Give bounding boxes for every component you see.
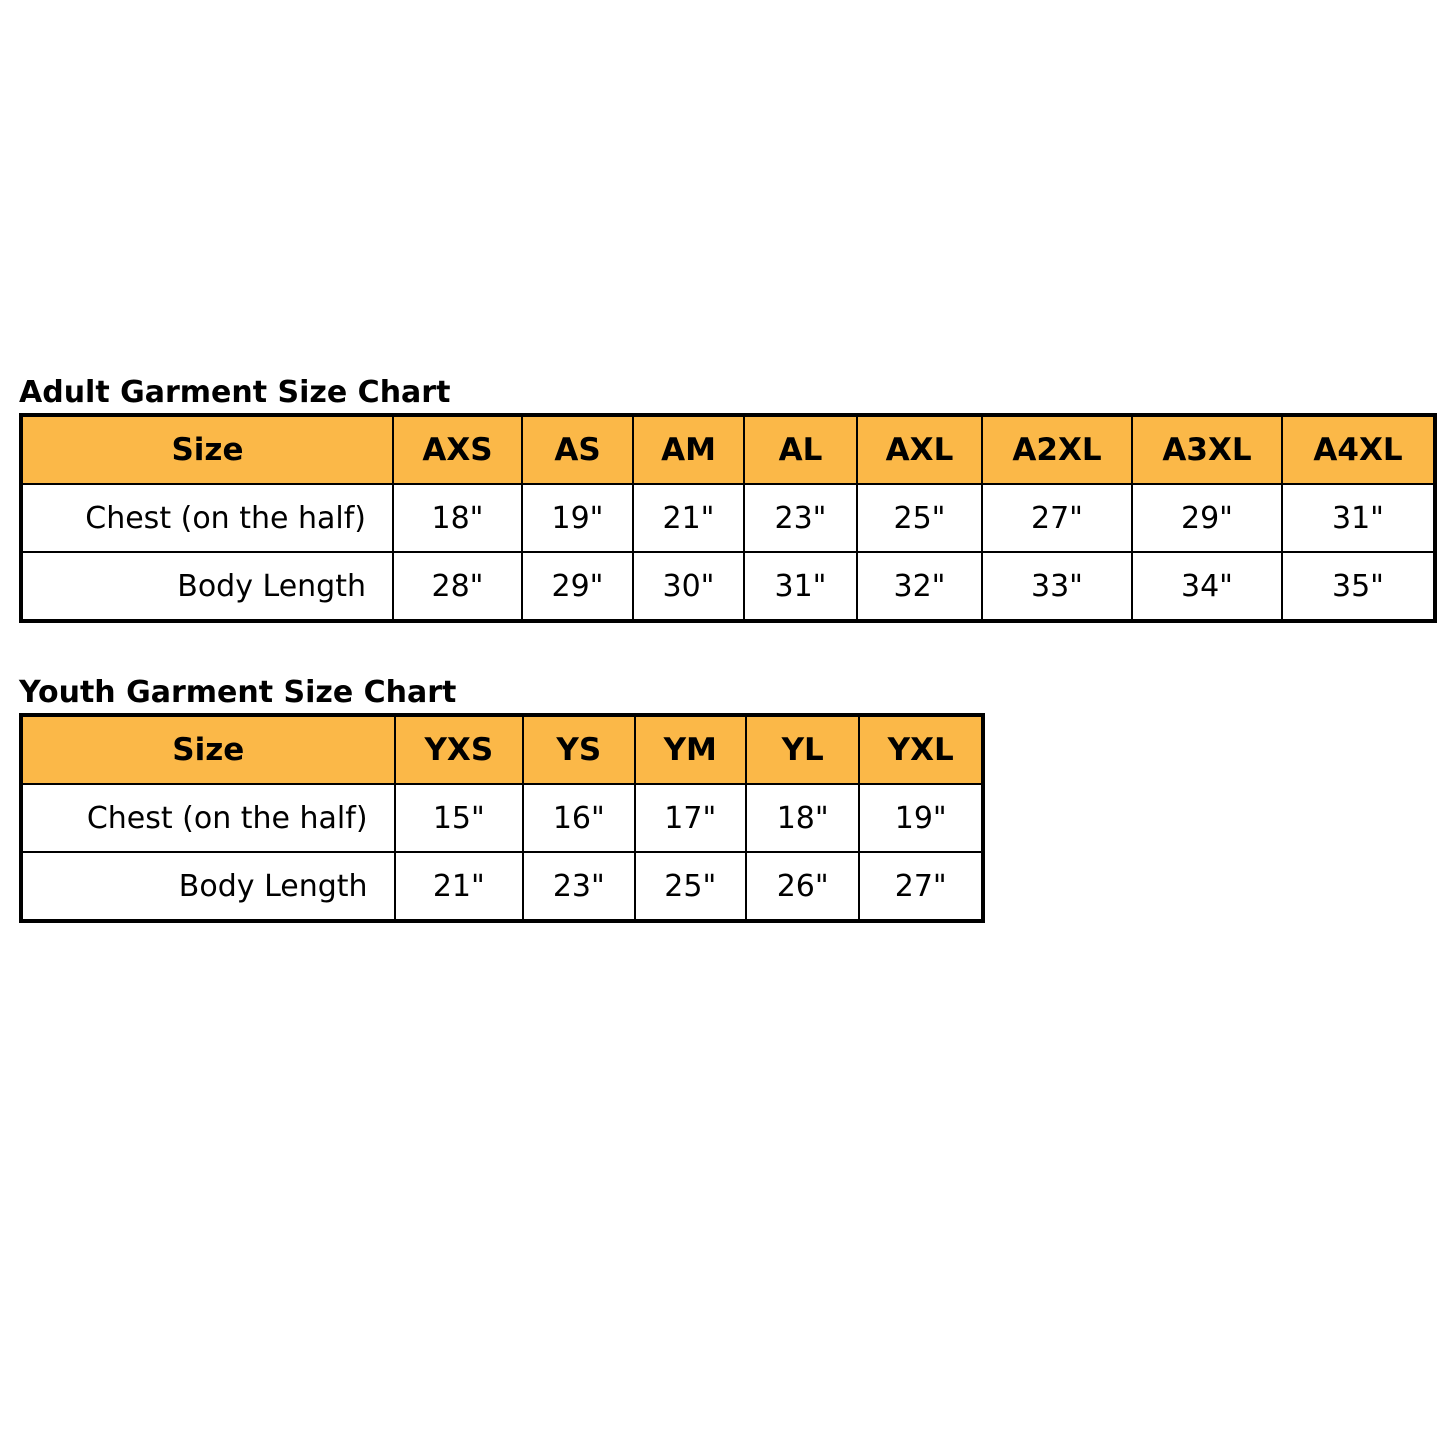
measurement-cell: 35" [1281,551,1436,622]
measurement-cell: 32" [856,551,983,622]
size-header-cell: Size [20,414,394,485]
measurement-cell: 19" [521,483,634,553]
table-row: Body Length 28" 29" 30" 31" 32" 33" 34" … [20,551,1436,622]
row-label-body-length: Body Length [20,551,394,622]
size-column-header: YM [633,714,747,785]
measurement-cell: 19" [858,783,984,853]
table-row: Body Length 21" 23" 25" 26" 27" [20,851,984,922]
measurement-cell: 16" [522,783,636,853]
measurement-cell: 27" [981,483,1133,553]
measurement-cell: 34" [1131,551,1283,622]
youth-chart-title: Youth Garment Size Chart [19,675,457,710]
measurement-cell: 18" [744,783,861,853]
adult-chart-title: Adult Garment Size Chart [19,375,451,410]
size-column-header: A4XL [1281,414,1436,485]
table-row: Chest (on the half) 15" 16" 17" 18" 19" [20,783,984,853]
measurement-cell: 25" [856,483,983,553]
measurement-cell: 27" [858,851,984,922]
measurement-cell: 21" [393,851,525,922]
size-column-header: AS [521,414,634,485]
size-column-header: AXS [392,414,523,485]
measurement-cell: 31" [743,551,858,622]
adult-size-table: Size AXS AS AM AL AXL A2XL A3XL A4XL Che… [19,413,1437,623]
measurement-cell: 23" [522,851,636,922]
measurement-cell: 17" [633,783,747,853]
measurement-cell: 28" [392,551,523,622]
size-column-header: YXL [858,714,984,785]
measurement-cell: 31" [1281,483,1436,553]
table-header-row: Size YXS YS YM YL YXL [20,714,984,785]
measurement-cell: 29" [521,551,634,622]
size-column-header: AL [743,414,858,485]
measurement-cell: 26" [744,851,861,922]
table-row: Chest (on the half) 18" 19" 21" 23" 25" … [20,483,1436,553]
size-column-header: YS [522,714,636,785]
measurement-cell: 23" [743,483,858,553]
size-column-header: YL [744,714,861,785]
size-column-header: AM [632,414,745,485]
measurement-cell: 33" [981,551,1133,622]
row-label-chest: Chest (on the half) [20,783,396,853]
size-column-header: A2XL [981,414,1133,485]
row-label-body-length: Body Length [20,851,396,922]
measurement-cell: 29" [1131,483,1283,553]
measurement-cell: 21" [632,483,745,553]
measurement-cell: 15" [393,783,525,853]
size-column-header: AXL [856,414,983,485]
measurement-cell: 25" [633,851,747,922]
youth-size-table: Size YXS YS YM YL YXL Chest (on the half… [19,713,985,923]
measurement-cell: 30" [632,551,745,622]
size-column-header: A3XL [1131,414,1283,485]
size-column-header: YXS [393,714,525,785]
measurement-cell: 18" [392,483,523,553]
row-label-chest: Chest (on the half) [20,483,394,553]
table-header-row: Size AXS AS AM AL AXL A2XL A3XL A4XL [20,414,1436,485]
size-header-cell: Size [20,714,396,785]
